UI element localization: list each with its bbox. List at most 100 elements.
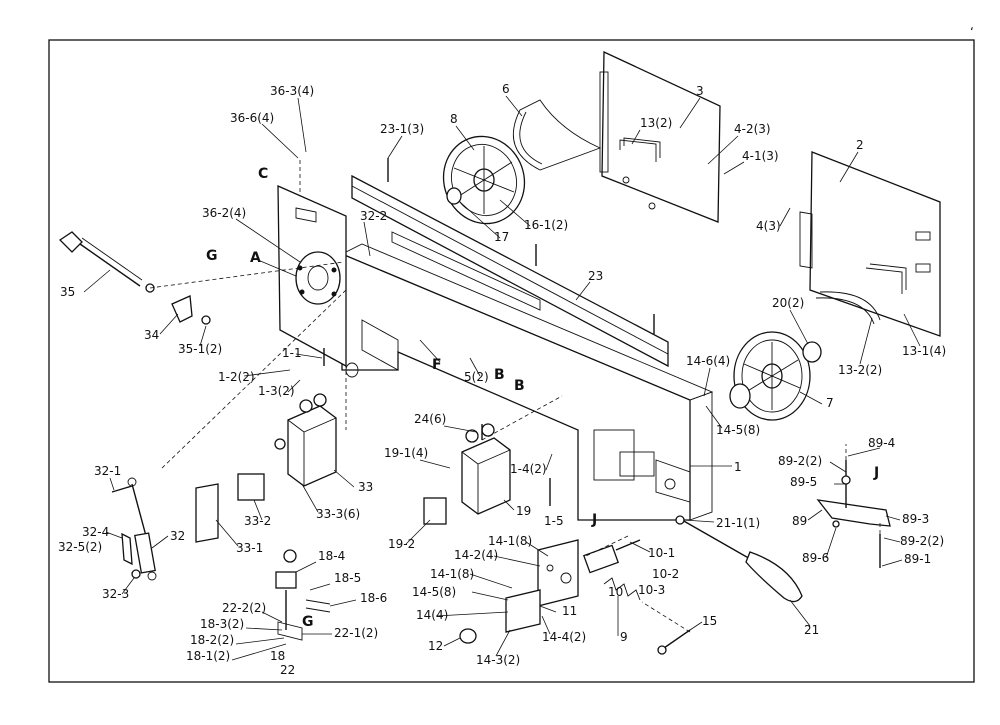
callout-36-2: 36-2(4) bbox=[202, 206, 246, 220]
part-10-shaft bbox=[582, 539, 641, 574]
callout-18-1: 18-1(2) bbox=[186, 649, 230, 663]
part-17-bearing bbox=[446, 187, 462, 205]
callout-16-1: 16-1(2) bbox=[524, 218, 568, 232]
part-12-nut bbox=[459, 628, 477, 644]
callout-14-2-a: 14-2(4) bbox=[454, 548, 498, 562]
callout-89-2-bot: 89-2(2) bbox=[900, 534, 944, 548]
callout-19-2: 19-2 bbox=[388, 537, 415, 551]
callout-35: 35 bbox=[60, 285, 75, 299]
callout-18-2: 18-2(2) bbox=[190, 633, 234, 647]
callout-G-top: G bbox=[206, 248, 218, 264]
callout-14-5-top: 14-5(8) bbox=[716, 423, 760, 437]
callout-23: 23 bbox=[588, 269, 603, 283]
callout-89-1: 89-1 bbox=[904, 552, 931, 566]
bearing-lower bbox=[729, 383, 751, 409]
callout-17: 17 bbox=[494, 230, 509, 244]
callout-21-1: 21-1(1) bbox=[716, 516, 760, 530]
callout-32-5: 32-5(2) bbox=[58, 540, 102, 554]
callout-32-4: 32-4 bbox=[82, 525, 109, 539]
part-34-bracket bbox=[171, 295, 193, 323]
part-14-plate bbox=[537, 539, 579, 607]
part-3-door-panel bbox=[599, 50, 721, 223]
callout-22-2: 22-2(2) bbox=[222, 601, 266, 615]
callout-89-3: 89-3 bbox=[902, 512, 929, 526]
callout-19: 19 bbox=[516, 504, 531, 518]
callout-19-1: 19-1(4) bbox=[384, 446, 428, 460]
callout-G-bot: G bbox=[302, 614, 314, 630]
part-21-handle bbox=[681, 519, 803, 603]
part-8-wheel bbox=[442, 135, 526, 225]
part-15-bolt bbox=[657, 629, 691, 655]
part-33-1-cover bbox=[195, 483, 219, 543]
part-33-2-switch bbox=[237, 473, 265, 501]
callout-32-1: 32-1 bbox=[94, 464, 121, 478]
callout-14-3: 14-3(2) bbox=[476, 653, 520, 667]
callout-36-3: 36-3(4) bbox=[270, 84, 314, 98]
callout-12: 12 bbox=[428, 639, 443, 653]
part-35-screw bbox=[58, 231, 143, 287]
callout-6: 6 bbox=[502, 82, 510, 96]
callout-1-3: 1-3(2) bbox=[258, 384, 295, 398]
callout-18-6: 18-6 bbox=[360, 591, 387, 605]
part-32-1-bolt bbox=[111, 485, 133, 493]
part-35-1-nut bbox=[201, 315, 211, 325]
callout-33-1: 33-1 bbox=[236, 541, 263, 555]
callout-21: 21 bbox=[804, 623, 819, 637]
callout-4-2: 4-2(3) bbox=[734, 122, 771, 136]
callout-89-5: 89-5 bbox=[790, 475, 817, 489]
callout-15: 15 bbox=[702, 614, 717, 628]
callout-13-1: 13-1(4) bbox=[902, 344, 946, 358]
callout-14-6: 14-6(4) bbox=[686, 354, 730, 368]
callout-13-2: 13-2(2) bbox=[838, 363, 882, 377]
callout-14-4: 14(4) bbox=[416, 608, 448, 622]
callout-22-1: 22-1(2) bbox=[334, 626, 378, 640]
callouts: 36-3(4) 36-6(4) C 36-2(4) G A 35 34 35-1… bbox=[58, 82, 946, 677]
callout-14-1-b: 14-1(8) bbox=[430, 567, 474, 581]
callout-J-right: J bbox=[873, 465, 879, 481]
callout-B1: B bbox=[494, 367, 505, 383]
callout-leaders bbox=[83, 95, 921, 661]
part-2-door-panel bbox=[799, 151, 941, 337]
callout-1-1: 1-1 bbox=[282, 346, 302, 360]
callout-24: 24(6) bbox=[414, 412, 446, 426]
callout-18-4: 18-4 bbox=[318, 549, 345, 563]
part-7-wheel bbox=[733, 331, 811, 421]
callout-32-2: 32-2 bbox=[360, 209, 387, 223]
callout-F: F bbox=[432, 357, 442, 373]
callout-C: C bbox=[258, 166, 268, 182]
part-33-switch-box bbox=[274, 393, 337, 487]
callout-4: 4(3) bbox=[756, 219, 781, 233]
callout-33: 33 bbox=[358, 480, 373, 494]
part-32-4-bracket bbox=[121, 532, 133, 566]
callout-3: 3 bbox=[696, 84, 704, 98]
callout-89-2-top: 89-2(2) bbox=[778, 454, 822, 468]
callout-10-3: 10-3 bbox=[638, 583, 665, 597]
callout-2: 2 bbox=[856, 138, 864, 152]
callout-34: 34 bbox=[144, 328, 159, 342]
callout-4-1: 4-1(3) bbox=[742, 149, 779, 163]
callout-89-4: 89-4 bbox=[868, 436, 895, 450]
callout-1-5: 1-5 bbox=[544, 514, 564, 528]
callout-33-3: 33-3(6) bbox=[316, 507, 360, 521]
corner-mark: ‘ bbox=[970, 25, 974, 39]
callout-36-6: 36-6(4) bbox=[230, 111, 274, 125]
callout-J-mid: J bbox=[591, 512, 597, 528]
callout-20: 20(2) bbox=[772, 296, 804, 310]
part-11-plate bbox=[505, 589, 541, 633]
callout-1: 1 bbox=[734, 460, 742, 474]
part-19-2-switch bbox=[423, 497, 447, 525]
callout-18-5: 18-5 bbox=[334, 571, 361, 585]
callout-89: 89 bbox=[792, 514, 807, 528]
callout-14-5-bot: 14-5(8) bbox=[412, 585, 456, 599]
callout-89-6: 89-6 bbox=[802, 551, 829, 565]
callout-1-2: 1-2(2) bbox=[218, 370, 255, 384]
part-9-spring bbox=[603, 577, 641, 601]
callout-32: 32 bbox=[170, 529, 185, 543]
part-23-rail bbox=[351, 174, 669, 368]
callout-14-1-a: 14-1(8) bbox=[488, 534, 532, 548]
blade-lower bbox=[819, 291, 881, 321]
part-19-switch-box bbox=[461, 423, 511, 515]
callout-18-3: 18-3(2) bbox=[200, 617, 244, 631]
callout-18: 18 bbox=[270, 649, 285, 663]
callout-7: 7 bbox=[826, 396, 834, 410]
